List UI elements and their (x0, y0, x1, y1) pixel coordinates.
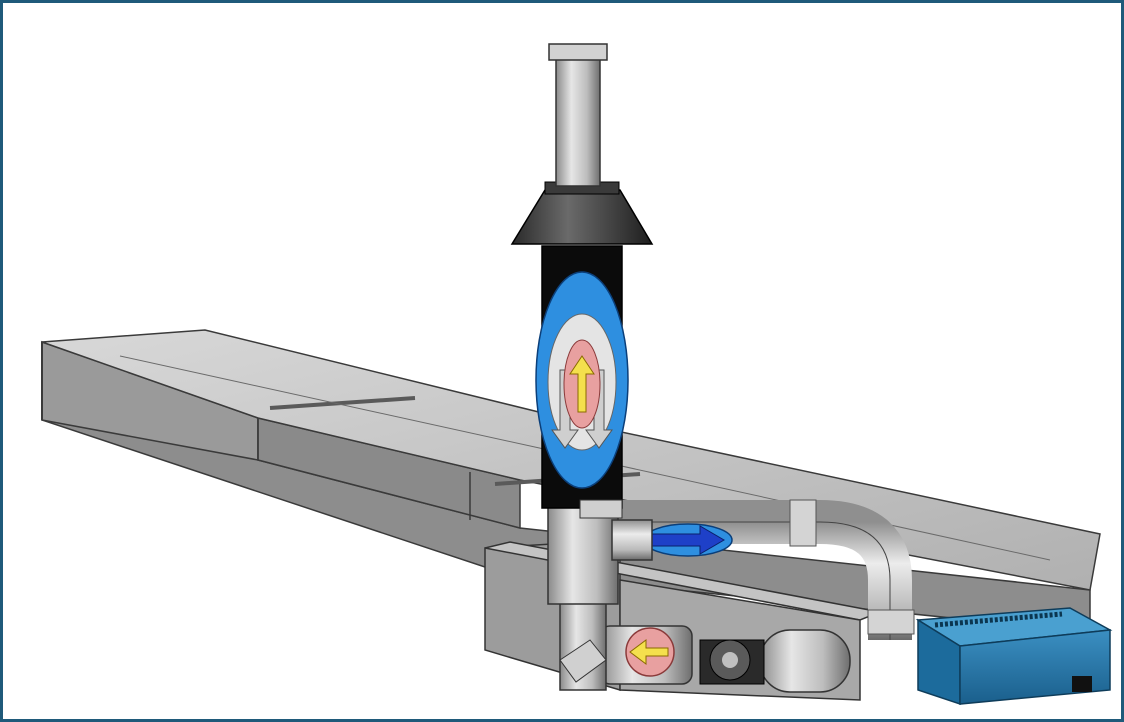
up-arrow-icon (569, 355, 595, 413)
down-arrow-icon (585, 369, 613, 449)
vent-grille (934, 611, 1063, 628)
combustion-inlet (599, 625, 693, 685)
blower-fan (699, 629, 851, 693)
left-arrow-icon (629, 639, 669, 665)
power-switch-icon (1072, 676, 1092, 692)
flue-flow-indicator (535, 271, 629, 489)
cold-air-flow (643, 523, 733, 557)
burner-box (915, 607, 1113, 706)
return-bend-pipe (610, 499, 915, 640)
right-arrow-icon (651, 525, 725, 555)
tee-connector (579, 499, 653, 561)
